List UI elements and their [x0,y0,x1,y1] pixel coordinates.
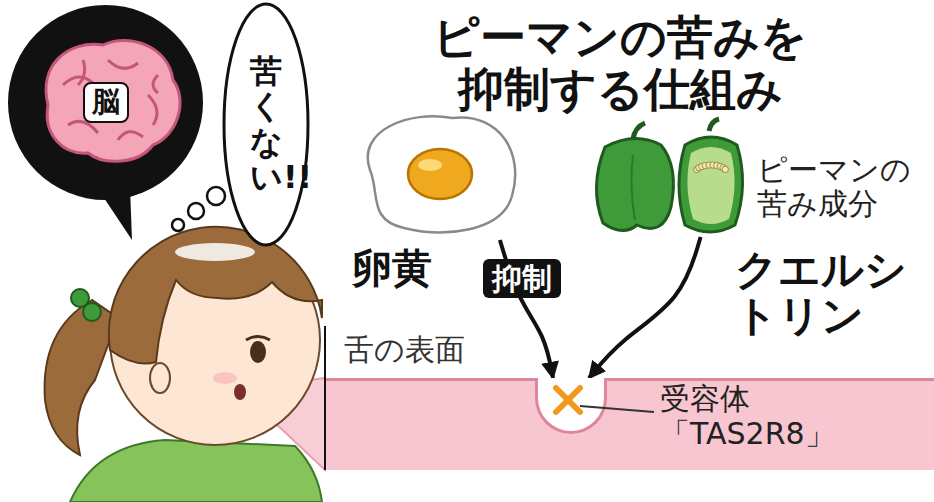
thought-dot [188,203,204,219]
illustration-part [224,4,308,245]
pepper-note: ピーマンの苦み成分 [757,153,913,220]
illustration-part [68,121,98,133]
illustration-part [153,75,158,93]
hair-tie [83,303,101,321]
thought-dot [207,187,225,205]
shirt [70,440,322,502]
illustration-part [709,119,719,131]
eye [250,341,266,363]
compound-name: クエルシトリン [735,247,916,339]
green-pepper: ピーマンの苦み成分クエルシトリン [585,125,925,237]
yolk-label: 卵黄 [352,246,432,290]
block-mark [556,388,580,412]
illustration-part [108,60,138,68]
speech-text: 苦くない!! [250,54,282,195]
girl [45,227,322,502]
hair [109,227,322,364]
pepper-cut [679,119,743,232]
mouth [234,384,246,400]
leader-line [580,406,654,412]
illustration-part [687,147,734,224]
receptor: 受容体 「TAS2R8」 [535,378,607,434]
illustration-part [631,155,635,220]
edge-label: 抑制 [483,259,561,298]
illustration-part [418,159,442,171]
cheek [213,372,237,384]
brain [46,40,180,161]
thought-dot [172,219,184,231]
egg-yolk: 卵黄 [352,108,522,240]
tongue-label: 舌の表面 [344,333,465,366]
arrow-connector [589,237,701,378]
illustration-part [408,149,472,199]
illustration-part [633,123,645,139]
illustration-part [679,137,743,232]
illustration-part [78,60,85,85]
tongue-surface: 舌の表面受容体 「TAS2R8」 [326,378,934,470]
illustration-part [368,116,515,232]
speech-bubble: 苦くない!! [222,2,310,247]
brain-label: 脳 [83,82,129,123]
egg-yolk-shape [352,108,522,240]
ponytail [45,300,118,455]
hair-highlight [175,243,255,261]
receptor-shape [538,378,604,431]
illustration-part [148,95,157,125]
illustration-part [722,166,728,172]
eyelash [246,337,270,341]
illustration-part [46,40,180,161]
ear [150,363,170,393]
illustration-part [596,138,673,230]
title: ピーマンの苦みを 抑制する仕組み [420,12,820,115]
illustration-part [118,132,143,140]
receptor-label: 受容体 「TAS2R8」 [660,382,845,451]
brain-circle: 脳 [8,5,203,200]
pepper-whole [596,123,673,231]
